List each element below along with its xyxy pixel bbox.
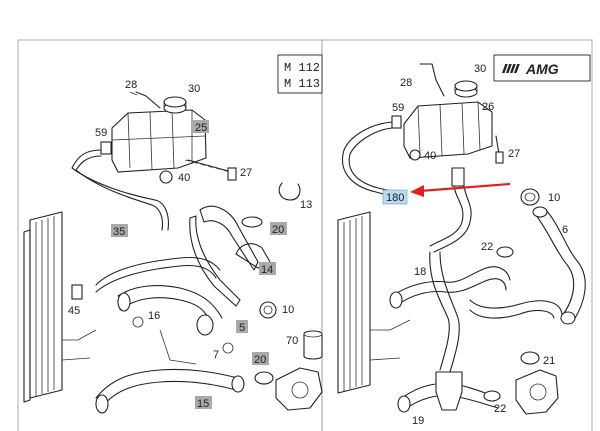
label-70-left: 70 bbox=[286, 335, 298, 347]
right-radiator bbox=[337, 211, 371, 394]
highlight-5 bbox=[236, 320, 248, 333]
highlight-25 bbox=[193, 120, 209, 133]
label-22a-right: 22 bbox=[481, 241, 493, 253]
label-18-right: 18 bbox=[414, 266, 426, 278]
highlight-20b bbox=[252, 352, 269, 365]
clip-13 bbox=[278, 182, 301, 201]
label-35-left: 35 bbox=[113, 226, 125, 238]
highlight-15 bbox=[195, 396, 212, 409]
label-10-right: 10 bbox=[548, 192, 560, 204]
label-15-left: 15 bbox=[197, 398, 209, 410]
clamp-20-bottom bbox=[254, 371, 274, 385]
label-27-left: 27 bbox=[240, 167, 252, 179]
thermostat-housing-right bbox=[515, 369, 559, 415]
label-19-right: 19 bbox=[412, 415, 424, 427]
label-180-right: 180 bbox=[386, 192, 404, 204]
label-10-left: 10 bbox=[282, 304, 294, 316]
left-radiator bbox=[29, 211, 63, 399]
label-26-right: 26 bbox=[482, 101, 494, 113]
label-13-left: 13 bbox=[300, 199, 312, 211]
sensor-27-right bbox=[495, 151, 504, 164]
label-25-left: 25 bbox=[195, 122, 207, 134]
expansion-tank-right bbox=[403, 101, 493, 159]
label-59-left: 59 bbox=[95, 127, 107, 139]
upper-hose-14 bbox=[199, 205, 259, 271]
clip-59-right bbox=[391, 115, 402, 129]
label-16-left: 16 bbox=[148, 310, 160, 322]
left-labels: 28 30 59 25 27 40 13 35 20 14 10 45 16 5… bbox=[68, 79, 312, 410]
engine-code-2: M 113 bbox=[284, 77, 320, 91]
left-diagram bbox=[23, 91, 323, 414]
engine-code-1: M 112 bbox=[284, 61, 320, 75]
label-27-right: 27 bbox=[508, 148, 520, 160]
right-panel-frame bbox=[321, 39, 593, 431]
callout-arrow bbox=[410, 182, 511, 197]
clamp-10-right bbox=[520, 188, 540, 206]
label-30-left: 30 bbox=[188, 83, 200, 95]
label-6-right: 6 bbox=[562, 224, 568, 236]
highlight-14 bbox=[259, 262, 276, 275]
right-labels: 28 30 59 26 40 27 180 10 6 22 18 19 22 2… bbox=[382, 63, 568, 427]
amg-logo: AMG bbox=[493, 54, 591, 82]
label-30-right: 30 bbox=[474, 63, 486, 75]
highlight-35 bbox=[111, 224, 128, 237]
vent-hose bbox=[71, 149, 169, 231]
clamp-10-left bbox=[259, 301, 277, 319]
clip-59 bbox=[100, 141, 112, 155]
tee-connector bbox=[435, 371, 463, 411]
label-45-left: 45 bbox=[68, 305, 80, 317]
label-28-right: 28 bbox=[400, 77, 412, 89]
label-59-right: 59 bbox=[392, 102, 404, 114]
label-28-left: 28 bbox=[125, 79, 137, 91]
clamp-22-top bbox=[496, 246, 514, 258]
clamp-22-bottom bbox=[483, 390, 501, 402]
right-diagram bbox=[337, 63, 586, 415]
clamp-40-right bbox=[409, 149, 421, 161]
highlight-20a bbox=[270, 222, 287, 235]
label-14-left: 14 bbox=[261, 264, 273, 276]
label-21-right: 21 bbox=[543, 355, 555, 367]
label-20b-left: 20 bbox=[254, 354, 266, 366]
label-40-right: 40 bbox=[424, 150, 436, 162]
clamp-40 bbox=[159, 170, 173, 184]
engine-code-box: M 112 M 113 bbox=[277, 54, 323, 94]
plug-45 bbox=[71, 284, 83, 300]
label-7-left: 7 bbox=[213, 349, 219, 361]
callout-180 bbox=[382, 189, 408, 205]
label-5-left: 5 bbox=[239, 322, 245, 334]
clamp-20-top bbox=[241, 216, 263, 228]
label-40-left: 40 bbox=[178, 172, 190, 184]
label-20a-left: 20 bbox=[272, 224, 284, 236]
expansion-tank bbox=[111, 109, 207, 173]
part-70 bbox=[303, 330, 323, 360]
amg-logo-text: AMG bbox=[525, 61, 559, 77]
label-22b-right: 22 bbox=[494, 403, 506, 415]
sensor-27 bbox=[227, 167, 237, 181]
thermostat-housing-left bbox=[275, 367, 323, 411]
